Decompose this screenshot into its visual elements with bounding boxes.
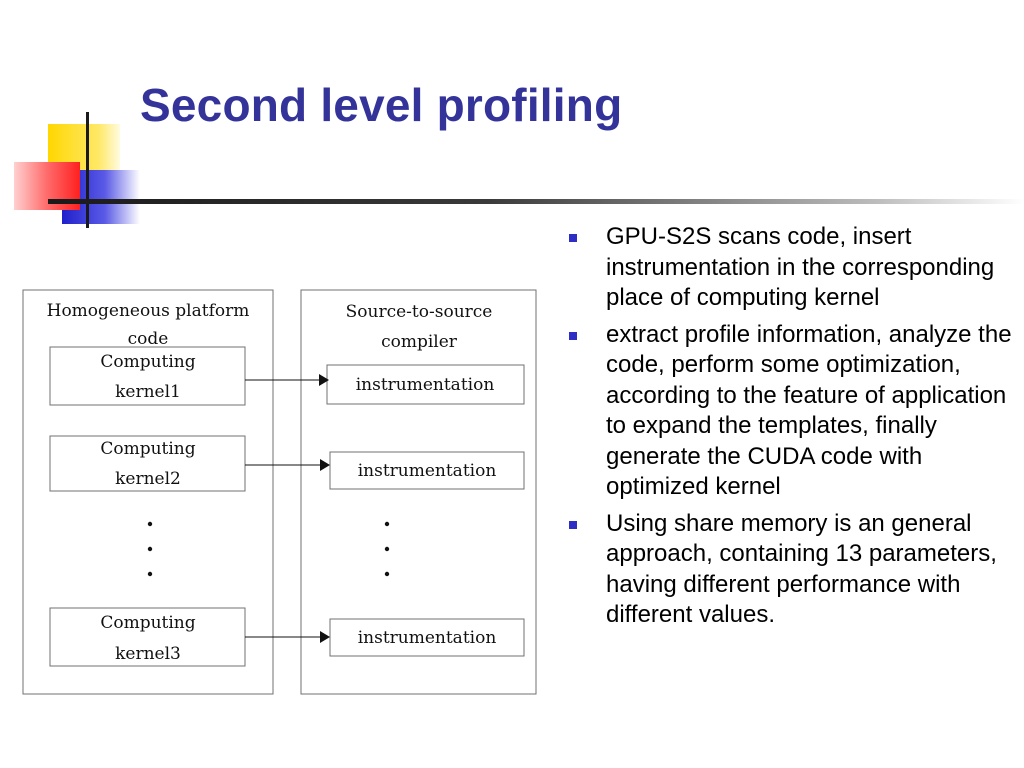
instrumentation-box-1	[326, 364, 525, 405]
arrow-kernel2-to-instrumentation	[245, 459, 330, 471]
corner-decoration	[14, 112, 140, 228]
bullet-item: GPU-S2S scans code, insert instrumentati…	[566, 222, 1018, 314]
panel-label-line-2: code	[128, 329, 169, 349]
square-bullet-icon	[569, 234, 577, 242]
instrumentation-box-3-label: instrumentation	[358, 628, 497, 648]
square-bullet-icon	[569, 520, 577, 529]
compiler-label-line-2: compiler	[381, 332, 458, 352]
kernel-box-2	[49, 435, 246, 492]
compiler-label-line-1: Source-to-source	[346, 302, 493, 322]
kernel-box-2-line-1: Computing	[100, 439, 195, 459]
deco-vertical-rule	[86, 112, 89, 228]
bullet-list: GPU-S2S scans code, insert instrumentati…	[566, 222, 1018, 637]
title-underline	[48, 199, 1024, 204]
instrumentation-box-1-label: instrumentation	[356, 375, 495, 395]
kernel-box-1-line-1: Computing	[100, 352, 195, 372]
kernel-box-3	[49, 607, 246, 667]
instrumentation-box-2-label: instrumentation	[358, 461, 497, 481]
square-bullet-icon	[569, 331, 577, 340]
ellipsis-dot	[147, 571, 153, 577]
bullet-item: Using share memory is an general approac…	[566, 509, 1018, 631]
instrumentation-box-3	[329, 618, 525, 657]
kernel-box-1-line-2: kernel1	[115, 382, 181, 402]
ellipsis-dot	[384, 546, 390, 552]
panel-label-line-1: Homogeneous platform	[47, 301, 250, 321]
ellipsis-dot	[147, 521, 153, 527]
bullet-item: extract profile information, analyze the…	[566, 320, 1018, 503]
profiling-diagram: Homogeneous platform code Computing kern…	[22, 289, 537, 695]
arrow-kernel1-to-instrumentation	[245, 374, 329, 386]
kernel-box-1	[49, 346, 246, 406]
instrumentation-box-2	[329, 451, 525, 490]
ellipsis-dot	[384, 571, 390, 577]
bullet-text: Using share memory is an general approac…	[606, 509, 997, 629]
kernel-box-3-line-1: Computing	[100, 613, 195, 633]
kernel-box-2-line-2: kernel2	[115, 469, 181, 489]
ellipsis-dot	[384, 521, 390, 527]
slide-title: Second level profiling	[140, 79, 623, 131]
bullet-text: extract profile information, analyze the…	[606, 320, 1012, 501]
arrow-kernel3-to-instrumentation	[245, 631, 330, 643]
ellipsis-dot	[147, 546, 153, 552]
kernel-box-3-line-2: kernel3	[115, 644, 181, 664]
bullet-text: GPU-S2S scans code, insert instrumentati…	[606, 223, 995, 311]
